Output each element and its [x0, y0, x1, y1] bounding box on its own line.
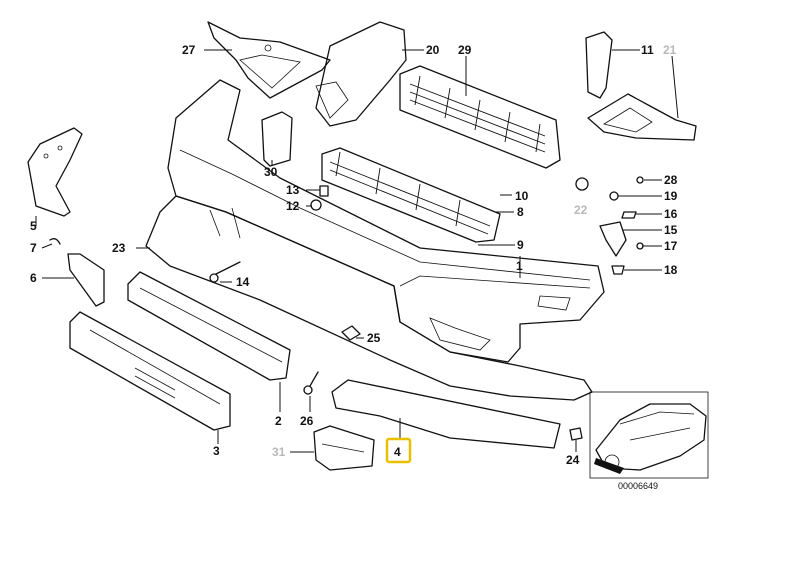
part-24-clip[interactable] [569, 427, 583, 441]
callout-27[interactable]: 27 [182, 43, 196, 57]
callout-1[interactable]: 1 [516, 259, 523, 273]
callout-24[interactable]: 24 [566, 453, 580, 467]
part-1-bumper-cover[interactable] [167, 79, 605, 363]
callout-3[interactable]: 3 [213, 444, 220, 458]
callout-31[interactable]: 31 [272, 445, 286, 459]
part-2-absorber[interactable] [127, 271, 291, 381]
callout-20[interactable]: 20 [426, 43, 440, 57]
part-23-lower-lip[interactable] [145, 195, 593, 401]
callout-21[interactable]: 21 [663, 43, 677, 57]
callout-2[interactable]: 2 [275, 414, 282, 428]
part-27-bracket[interactable] [207, 21, 331, 99]
part-28-clip[interactable] [636, 176, 644, 184]
part-13-clip[interactable] [319, 185, 329, 197]
highlight-box-part-4 [385, 437, 412, 464]
callout-28[interactable]: 28 [664, 173, 678, 187]
part-12-nut[interactable] [310, 199, 322, 211]
part-30-bracket[interactable] [261, 111, 293, 167]
part-14-screw[interactable] [209, 261, 241, 283]
callout-18[interactable]: 18 [664, 263, 678, 277]
callout-12[interactable]: 12 [286, 199, 300, 213]
part-31-bracket[interactable] [313, 425, 375, 471]
callout-15[interactable]: 15 [664, 223, 678, 237]
part-16-clip[interactable] [621, 211, 637, 219]
callout-23[interactable]: 23 [112, 241, 126, 255]
callout-7[interactable]: 7 [30, 241, 37, 255]
callout-5[interactable]: 5 [30, 219, 37, 233]
callout-16[interactable]: 16 [664, 207, 678, 221]
part-10-grille[interactable] [321, 147, 501, 243]
callout-4[interactable]: 4 [394, 445, 401, 459]
callout-10[interactable]: 10 [515, 189, 529, 203]
callout-14[interactable]: 14 [236, 275, 250, 289]
diagram-code: 00006649 [618, 481, 658, 491]
callout-29[interactable]: 29 [458, 43, 472, 57]
callout-8[interactable]: 8 [517, 205, 524, 219]
leader-lines [35, 49, 679, 453]
part-18-clip[interactable] [611, 265, 625, 275]
part-26-bolt[interactable] [303, 371, 319, 395]
part-7-clip[interactable] [49, 238, 61, 245]
part-22-nut[interactable] [575, 177, 589, 191]
part-6-bracket[interactable] [67, 253, 105, 307]
callout-11[interactable]: 11 [641, 43, 654, 57]
callout-30[interactable]: 30 [264, 165, 278, 179]
callout-6[interactable]: 6 [30, 271, 37, 285]
callout-17[interactable]: 17 [664, 239, 678, 253]
callout-25[interactable]: 25 [367, 331, 381, 345]
callout-13[interactable]: 13 [286, 183, 300, 197]
callout-labels: 27 20 29 11 21 30 13 12 10 8 28 19 22 16… [30, 43, 678, 491]
part-21-deflector[interactable] [587, 93, 697, 141]
callout-26[interactable]: 26 [300, 414, 314, 428]
part-5-side-trim[interactable] [27, 127, 83, 217]
part-3-reinforcement[interactable] [69, 311, 231, 431]
part-11-bracket[interactable] [585, 31, 613, 99]
part-4-spoiler[interactable] [331, 379, 561, 449]
part-19-screw[interactable] [609, 191, 619, 201]
callout-19[interactable]: 19 [664, 189, 678, 203]
callout-22[interactable]: 22 [574, 203, 588, 217]
part-20-air-duct[interactable] [315, 21, 407, 127]
part-25-clip[interactable] [341, 325, 361, 341]
part-15-bracket[interactable] [599, 221, 627, 257]
callout-9[interactable]: 9 [517, 238, 524, 252]
car-overview-inset [589, 391, 709, 479]
part-29-mesh-grille[interactable] [399, 65, 561, 169]
